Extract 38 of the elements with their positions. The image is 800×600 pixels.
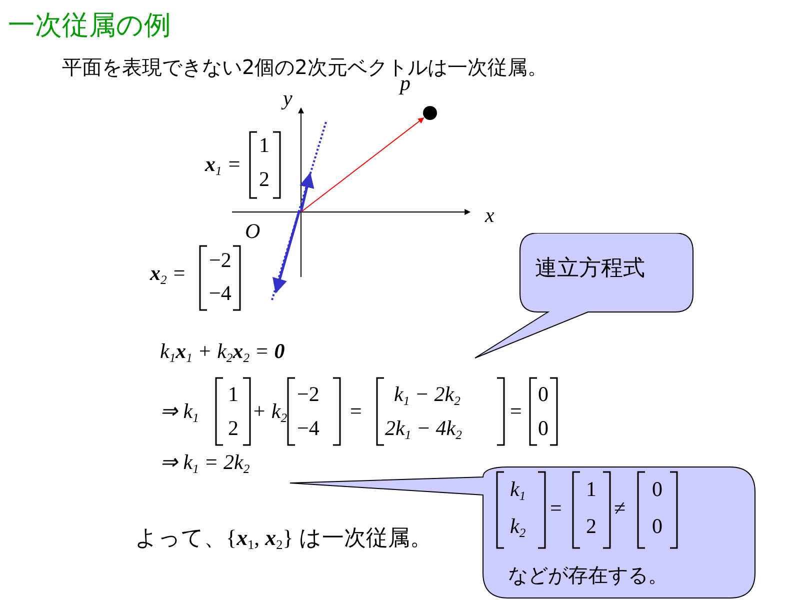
- math-expression: 0: [538, 418, 548, 439]
- math-expression: x$_{1}$ =: [205, 154, 242, 178]
- math-expression: よって、{x$_{1}$, x$_{2}$} は一次従属。: [135, 527, 432, 552]
- math-expression: 0: [652, 516, 662, 537]
- math-expression: 0: [652, 479, 662, 500]
- math-expression: 2k$_{1}$ − 4k$_{2}$: [385, 418, 462, 442]
- math-expression: −2: [297, 384, 320, 405]
- callout-text: 連立方程式: [535, 258, 645, 280]
- math-expression: 2: [259, 169, 270, 190]
- math-expression: k$_{1}$ − 2k$_{2}$: [394, 384, 460, 408]
- axis-label: y: [283, 88, 292, 109]
- math-expression: x$_{2}$ =: [150, 263, 186, 286]
- title: 一次従属の例: [8, 12, 171, 39]
- subtitle: 平面を表現できない2個の2次元ベクトルは一次従属。: [62, 57, 548, 77]
- math-expression: ⇒ k$_{1}$ = 2k$_{2}$: [160, 452, 250, 476]
- math-expression: 2: [228, 418, 238, 439]
- math-expression: 1: [228, 384, 238, 405]
- origin-label: O: [245, 221, 260, 242]
- math-expression: −4: [209, 283, 232, 304]
- math-expression: ⇒ k$_{1}$: [160, 401, 199, 424]
- math-expression: 2: [586, 516, 596, 537]
- math-expression: k$_{1}$: [510, 479, 526, 502]
- arrow: [300, 117, 424, 212]
- point-dot: [422, 105, 438, 121]
- math-expression: =: [510, 401, 522, 422]
- math-expression: −2: [209, 250, 232, 271]
- math-expression: k$_{2}$: [510, 516, 526, 540]
- callout-text: などが存在する。: [508, 565, 668, 585]
- axis-label: x: [485, 205, 494, 226]
- math-expression: 0: [538, 384, 548, 405]
- math-expression: −4: [297, 418, 320, 439]
- math-expression: k$_{1}$x$_{1}$ + k$_{2}$x$_{2}$ = 0: [160, 341, 285, 364]
- math-expression: + k$_{2}$: [252, 401, 288, 424]
- math-expression: 1: [586, 479, 596, 500]
- math-expression: ≠: [614, 498, 626, 519]
- math-expression: =: [550, 498, 562, 519]
- math-expression: =: [350, 401, 362, 422]
- math-expression: 1: [259, 135, 270, 156]
